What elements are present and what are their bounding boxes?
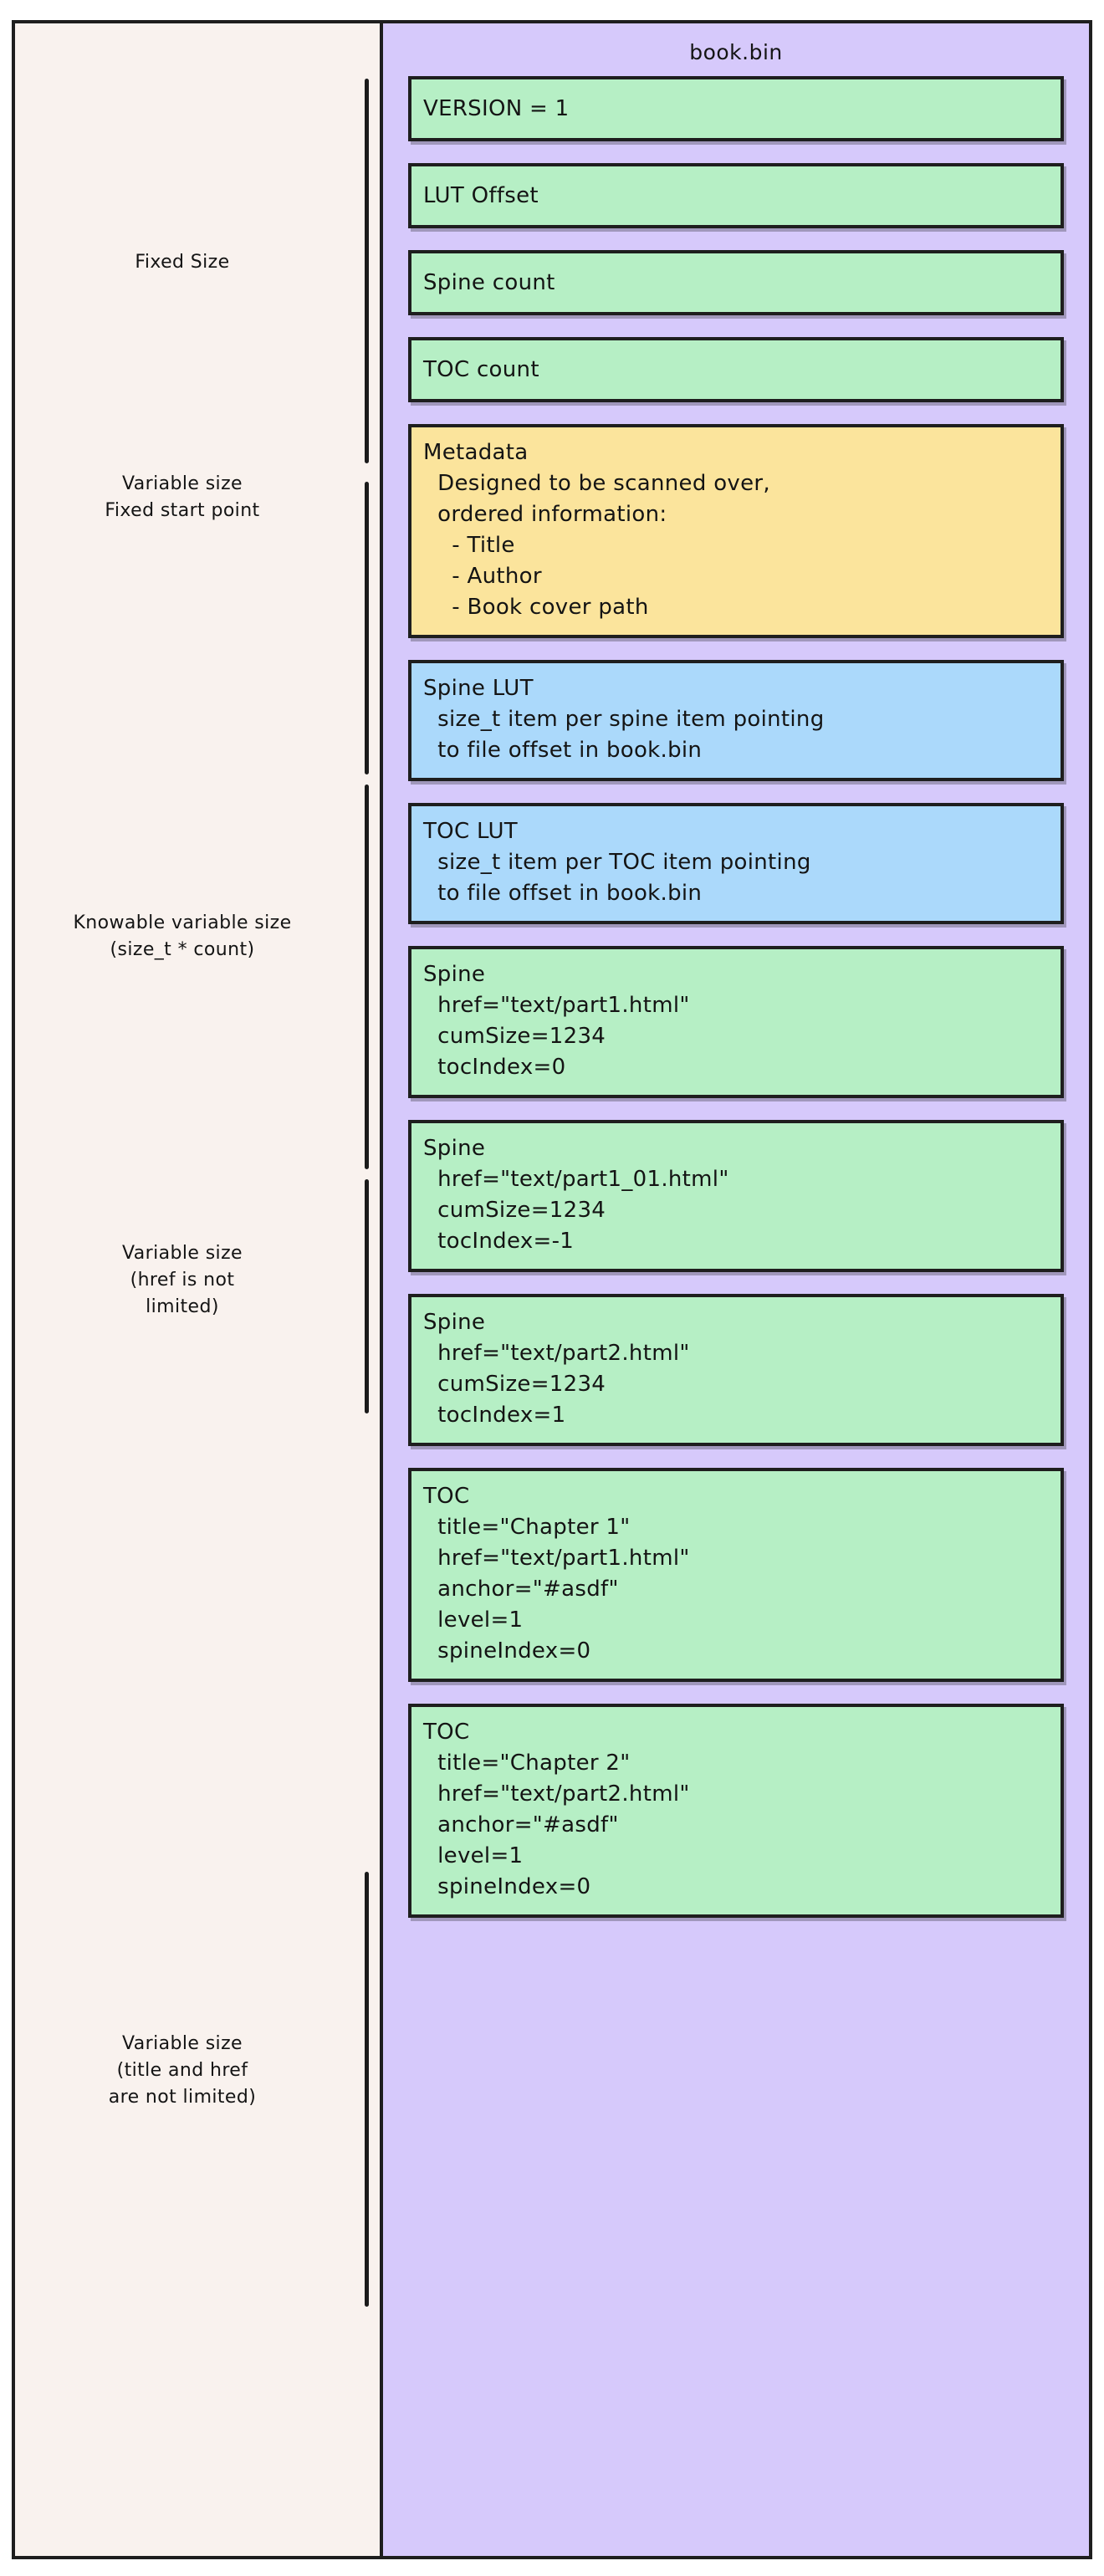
record-line: href="text/part1.html" <box>423 1546 690 1571</box>
record-block: VERSION = 1 <box>408 76 1064 141</box>
record-block: Metadata Designed to be scanned over, or… <box>408 424 1064 638</box>
record-line: href="text/part1_01.html" <box>423 1167 729 1192</box>
record-block: Spine href="text/part1.html" cumSize=123… <box>408 946 1064 1098</box>
record-line: anchor="#asdf" <box>423 1812 619 1837</box>
section-bracket <box>365 482 369 774</box>
annotation-line: Fixed Size <box>135 252 230 273</box>
annotation-line: are not limited) <box>108 2087 257 2108</box>
record-line: href="text/part2.html" <box>423 1341 690 1366</box>
record-block: Spine href="text/part1_01.html" cumSize=… <box>408 1120 1064 1272</box>
section-bracket <box>365 785 369 1169</box>
record-line: TOC <box>423 1484 470 1509</box>
annotation-line: Knowable variable size <box>73 912 292 933</box>
record-block: Spine href="text/part2.html" cumSize=123… <box>408 1294 1064 1446</box>
record-line: - Title <box>423 533 515 558</box>
record-block: TOC count <box>408 337 1064 402</box>
record-line: ordered information: <box>423 502 667 527</box>
record-line: title="Chapter 1" <box>423 1515 631 1540</box>
annotation-note: Variable size (href is not limited) <box>15 1240 350 1321</box>
record-line: spineIndex=0 <box>423 1874 591 1899</box>
record-block: TOC title="Chapter 1" href="text/part1.h… <box>408 1468 1064 1682</box>
record-line: cumSize=1234 <box>423 1372 606 1397</box>
annotation-note: Fixed Size <box>15 249 350 276</box>
record-line: Spine LUT <box>423 676 534 701</box>
annotation-line: Variable size <box>122 2033 243 2054</box>
record-line: tocIndex=1 <box>423 1403 566 1428</box>
section-bracket <box>365 1872 369 2307</box>
record-line: VERSION = 1 <box>423 96 570 121</box>
annotation-line: (title and href <box>116 2060 248 2081</box>
record-line: href="text/part2.html" <box>423 1781 690 1807</box>
record-line: cumSize=1234 <box>423 1198 606 1223</box>
annotation-line: Fixed start point <box>105 500 260 521</box>
record-block: Spine LUT size_t item per spine item poi… <box>408 660 1064 781</box>
record-line: href="text/part1.html" <box>423 993 690 1018</box>
section-bracket <box>365 1179 369 1413</box>
record-line: cumSize=1234 <box>423 1024 606 1049</box>
annotation-line: (size_t * count) <box>110 939 255 960</box>
record-line: Designed to be scanned over, <box>423 471 770 496</box>
record-line: - Book cover path <box>423 595 649 620</box>
record-line: Spine <box>423 962 486 987</box>
annotation-line: Variable size <box>122 1243 243 1264</box>
record-block: Spine count <box>408 250 1064 315</box>
annotation-note: Variable size (title and href are not limi… <box>15 2031 350 2111</box>
record-line: tocIndex=0 <box>423 1055 566 1080</box>
record-line: title="Chapter 2" <box>423 1751 631 1776</box>
record-line: Spine count <box>423 270 555 295</box>
record-line: Spine <box>423 1310 486 1335</box>
record-line: level=1 <box>423 1607 524 1633</box>
record-line: to file offset in book.bin <box>423 738 703 763</box>
annotation-line: limited) <box>146 1296 219 1317</box>
record-line: TOC <box>423 1720 470 1745</box>
annotation-line: (href is not <box>130 1270 235 1291</box>
record-line: TOC LUT <box>423 819 518 844</box>
record-line: size_t item per spine item pointing <box>423 707 825 732</box>
record-line: to file offset in book.bin <box>423 881 703 906</box>
record-line: LUT Offset <box>423 183 539 208</box>
record-line: anchor="#asdf" <box>423 1577 619 1602</box>
record-line: Spine <box>423 1136 486 1161</box>
record-line: spineIndex=0 <box>423 1638 591 1664</box>
annotation-line: Variable size <box>122 473 243 494</box>
annotation-note: Knowable variable size (size_t * count) <box>15 910 350 963</box>
record-block: LUT Offset <box>408 163 1064 228</box>
record-line: - Author <box>423 564 542 589</box>
record-block: TOC LUT size_t item per TOC item pointin… <box>408 803 1064 924</box>
section-bracket <box>365 79 369 463</box>
record-line: TOC count <box>423 357 539 382</box>
record-line: size_t item per TOC item pointing <box>423 850 811 875</box>
record-line: tocIndex=-1 <box>423 1229 575 1254</box>
record-block: TOC title="Chapter 2" href="text/part2.h… <box>408 1704 1064 1918</box>
page-title: book.bin <box>689 40 783 64</box>
record-line: level=1 <box>423 1843 524 1868</box>
record-line: Metadata <box>423 440 529 465</box>
